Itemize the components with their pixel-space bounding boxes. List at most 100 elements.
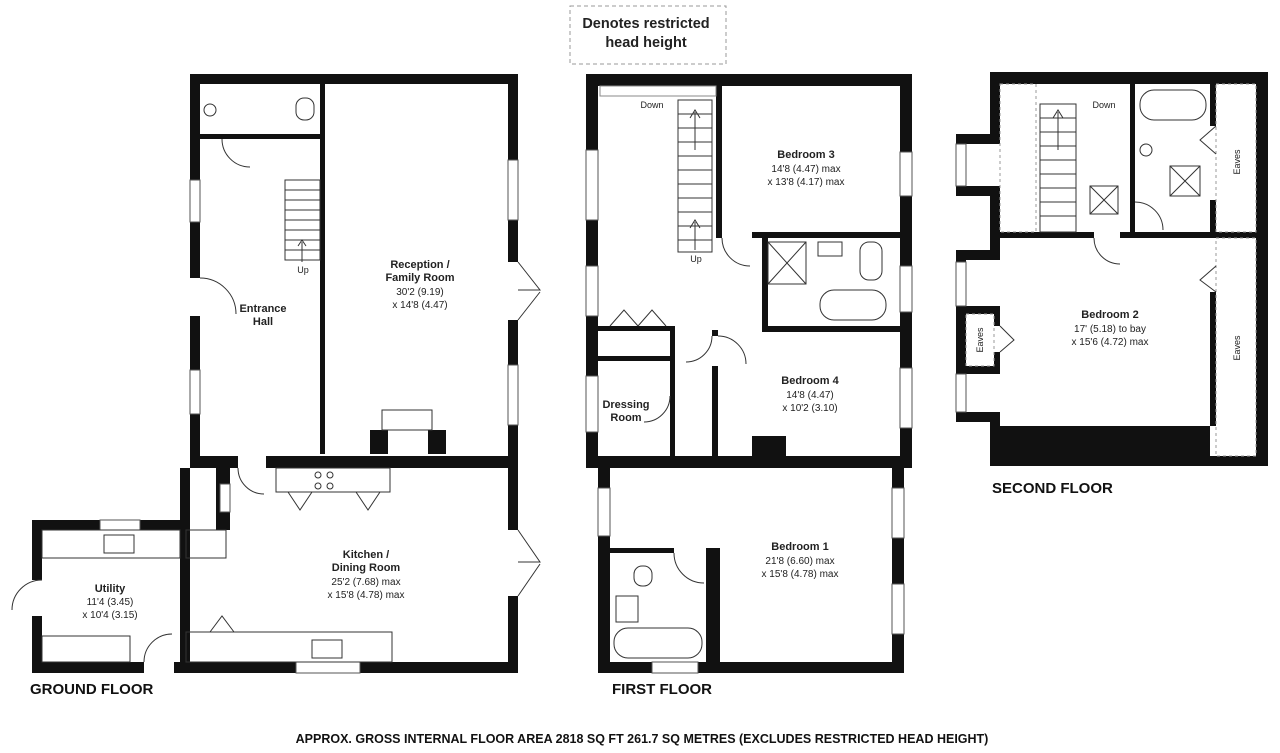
reception-name-1: Reception / — [390, 259, 449, 271]
floor-area-footer: APPROX. GROSS INTERNAL FLOOR AREA 2818 S… — [296, 732, 989, 746]
skylight — [1169, 165, 1201, 197]
kitchen-dim-2: x 15'8 (4.78) max — [328, 590, 405, 601]
utility-units — [41, 635, 131, 663]
eaves-label-2: Eaves — [1232, 335, 1242, 361]
window — [585, 375, 599, 433]
wall — [956, 366, 998, 374]
restricted-area — [1215, 83, 1257, 233]
restricted-area — [965, 313, 995, 367]
reception-dim-1: 30'2 (9.19) — [396, 287, 444, 298]
restricted-area — [999, 83, 1037, 233]
wall — [1210, 84, 1216, 126]
toilet — [859, 241, 883, 281]
window — [189, 179, 201, 223]
bedroom1-dim-2: x 15'8 (4.78) max — [762, 569, 839, 580]
toilet — [633, 565, 653, 587]
wall — [712, 330, 718, 456]
hob — [314, 482, 322, 490]
second-fixtures — [999, 89, 1217, 353]
utility-worktop — [41, 529, 181, 559]
stairs — [677, 99, 713, 253]
wall — [1256, 72, 1268, 466]
window — [219, 483, 231, 513]
wall — [32, 662, 182, 673]
wall — [1130, 84, 1135, 232]
door-swing — [643, 395, 671, 423]
wall — [994, 306, 1000, 326]
cupboard-doors — [287, 491, 381, 511]
stairs — [1039, 103, 1077, 233]
stairs-arrow — [689, 109, 701, 150]
wall — [190, 456, 518, 468]
chimney — [370, 430, 388, 454]
door-swing — [221, 138, 251, 168]
skylight — [1089, 185, 1119, 215]
window — [899, 265, 913, 313]
second-floor — [955, 72, 1268, 466]
bedroom2-name: Bedroom 2 — [1081, 309, 1138, 321]
kitchen-units — [185, 631, 393, 663]
basin — [817, 241, 843, 257]
bedroom4-dim-1: 14'8 (4.47) — [786, 390, 834, 401]
door-swing — [673, 552, 705, 584]
bedroom1-dim-1: 21'8 (6.60) max — [765, 556, 834, 567]
legend-line-2: head height — [605, 35, 687, 51]
skylight-cross — [1089, 185, 1119, 215]
wall — [956, 412, 1000, 422]
chimney — [428, 430, 446, 454]
wall — [990, 186, 1000, 256]
bedroom4-dim-2: x 10'2 (3.10) — [782, 403, 837, 414]
first-floor-title: FIRST FLOOR — [612, 681, 712, 698]
counter — [185, 529, 227, 559]
wall — [956, 250, 966, 422]
window — [955, 261, 967, 307]
window — [507, 159, 519, 221]
ground-fixtures — [11, 97, 542, 663]
wall — [716, 86, 722, 238]
wall — [1120, 232, 1256, 238]
wall — [762, 238, 768, 328]
door-swing — [1199, 125, 1217, 155]
bedroom2-dim-1: 17' (5.18) to bay — [1074, 324, 1146, 335]
wall — [320, 84, 325, 454]
window — [891, 487, 905, 539]
reception-dim-2: x 14'8 (4.47) — [392, 300, 447, 311]
door-swing — [1134, 201, 1164, 231]
wall — [1210, 200, 1216, 232]
door-gap — [712, 336, 718, 366]
utility-dim-2: x 10'4 (3.15) — [82, 610, 137, 621]
second-restricted — [965, 83, 1257, 457]
legend: Denotes restricted head height — [569, 5, 727, 65]
restricted-area — [1215, 237, 1257, 457]
wall — [586, 74, 912, 86]
door-swing — [199, 277, 237, 315]
second-labels: Bedroom 2 17' (5.18) to bay x 15'6 (4.72… — [975, 100, 1242, 497]
door-gap — [144, 662, 174, 673]
bath — [819, 289, 887, 321]
wall — [610, 548, 674, 553]
wall — [180, 520, 186, 580]
wall — [990, 72, 1260, 84]
wall — [722, 232, 900, 238]
eaves-label-3: Eaves — [975, 327, 985, 353]
wall — [670, 326, 675, 456]
wall — [762, 326, 900, 332]
window — [507, 364, 519, 426]
entrance-name-2: Hall — [253, 316, 273, 328]
cupboard-doors — [209, 615, 235, 633]
legend-box — [569, 5, 727, 65]
door-gap — [508, 262, 518, 320]
wall — [190, 74, 200, 466]
stairs-up-label: Up — [690, 254, 702, 264]
skylight-cross — [1169, 165, 1201, 197]
kitchen-name-2: Dining Room — [332, 562, 401, 574]
stairs-arrow — [1052, 109, 1064, 150]
dressing-name-1: Dressing — [602, 399, 649, 411]
door-swing — [517, 261, 542, 321]
door-swing — [237, 467, 265, 495]
door-swing — [717, 335, 747, 365]
wall — [190, 74, 518, 84]
window — [955, 143, 967, 187]
hob — [326, 471, 334, 479]
stairs-treads — [285, 189, 320, 251]
